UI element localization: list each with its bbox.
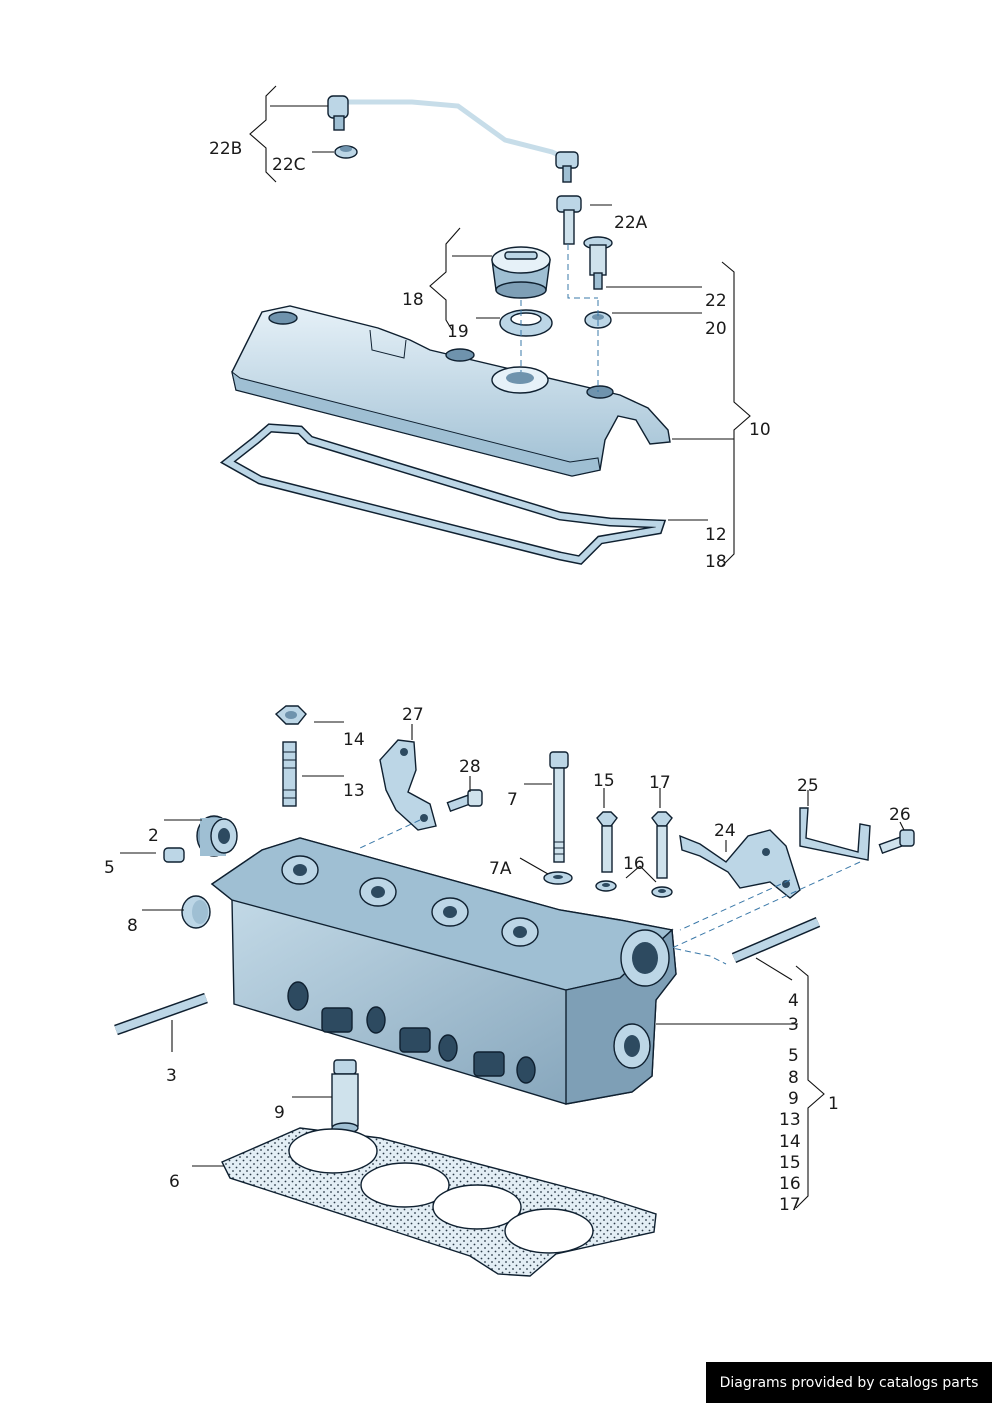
- oil-filler-cap: [491, 246, 551, 299]
- callout-18-cap: 18: [402, 290, 424, 310]
- clip-22C: [334, 145, 358, 159]
- stud-13: [282, 741, 297, 807]
- callout-7: 7: [507, 790, 518, 810]
- bracket-27: [379, 739, 437, 831]
- callout-20: 20: [705, 319, 727, 339]
- callout-25: 25: [797, 776, 819, 796]
- callout-19: 19: [447, 322, 469, 342]
- callout-list-5: 5: [788, 1046, 799, 1066]
- callout-22: 22: [705, 291, 727, 311]
- callout-1: 1: [828, 1094, 839, 1114]
- callout-10: 10: [749, 420, 771, 440]
- callout-4: 4: [788, 991, 799, 1011]
- callout-list-15: 15: [779, 1153, 801, 1173]
- callout-list-17: 17: [779, 1195, 801, 1215]
- bushing-9: [331, 1059, 359, 1134]
- callout-22B: 22B: [209, 139, 242, 159]
- callout-22C: 22C: [272, 155, 306, 175]
- callout-list-9: 9: [788, 1089, 799, 1109]
- callout-24: 24: [714, 821, 736, 841]
- leaders-upper: [249, 85, 751, 567]
- leaders-lower: [120, 721, 905, 1209]
- nut-14: [274, 705, 307, 725]
- callout-26: 26: [889, 805, 911, 825]
- callout-9: 9: [274, 1103, 285, 1123]
- callout-16: 16: [623, 854, 645, 874]
- footer-text: Diagrams provided by catalogs parts: [719, 1374, 979, 1391]
- footer-credit: Diagrams provided by catalogs parts: [706, 1362, 992, 1403]
- callout-17: 17: [649, 773, 671, 793]
- cylinder-head: [210, 837, 677, 1105]
- callout-list-16: 16: [779, 1174, 801, 1194]
- callout-list-8: 8: [788, 1068, 799, 1088]
- callout-list-14: 14: [779, 1132, 801, 1152]
- callout-14: 14: [343, 730, 365, 750]
- callout-3-left: 3: [166, 1066, 177, 1086]
- bolt-7: [549, 751, 569, 863]
- callout-22A: 22A: [614, 213, 648, 233]
- callout-7A: 7A: [489, 859, 512, 879]
- bracket-24: [679, 829, 801, 899]
- callout-3-right: 3: [788, 1015, 799, 1035]
- valve-22: [583, 236, 613, 290]
- callout-12: 12: [705, 525, 727, 545]
- callout-8: 8: [127, 916, 138, 936]
- filler-seal: [499, 309, 553, 337]
- alignment-lines-lower: [359, 819, 861, 965]
- callout-5: 5: [104, 858, 115, 878]
- callout-13: 13: [343, 781, 365, 801]
- plug-8: [181, 895, 211, 929]
- callout-list-13: 13: [779, 1110, 801, 1130]
- cover-gasket: [219, 423, 667, 565]
- bolt-28: [446, 789, 483, 813]
- stud-3-left: [114, 992, 208, 1036]
- callout-2: 2: [148, 826, 159, 846]
- alignment-lines-upper: [520, 244, 599, 392]
- seal-2: [196, 815, 238, 857]
- callout-18-gasket: 18: [705, 552, 727, 572]
- callout-15: 15: [593, 771, 615, 791]
- breather-hose: [327, 95, 579, 183]
- callout-28: 28: [459, 757, 481, 777]
- callout-labels: 22B 22C 22A 18 19 22 20 10 12 18 14 27 2…: [104, 139, 911, 1215]
- bolt-17: [651, 811, 673, 879]
- washers-16: [595, 880, 673, 898]
- bolt-15: [596, 811, 618, 873]
- callout-6: 6: [169, 1172, 180, 1192]
- washer-7A: [543, 871, 573, 885]
- cylinder-head-cover: [231, 305, 671, 477]
- bolt-26: [878, 829, 915, 855]
- bracket-25: [799, 807, 871, 861]
- callout-27: 27: [402, 705, 424, 725]
- connector-22A: [556, 195, 582, 245]
- stud-4: [731, 916, 821, 964]
- head-gasket: [221, 1127, 657, 1277]
- sleeve-5: [163, 847, 185, 863]
